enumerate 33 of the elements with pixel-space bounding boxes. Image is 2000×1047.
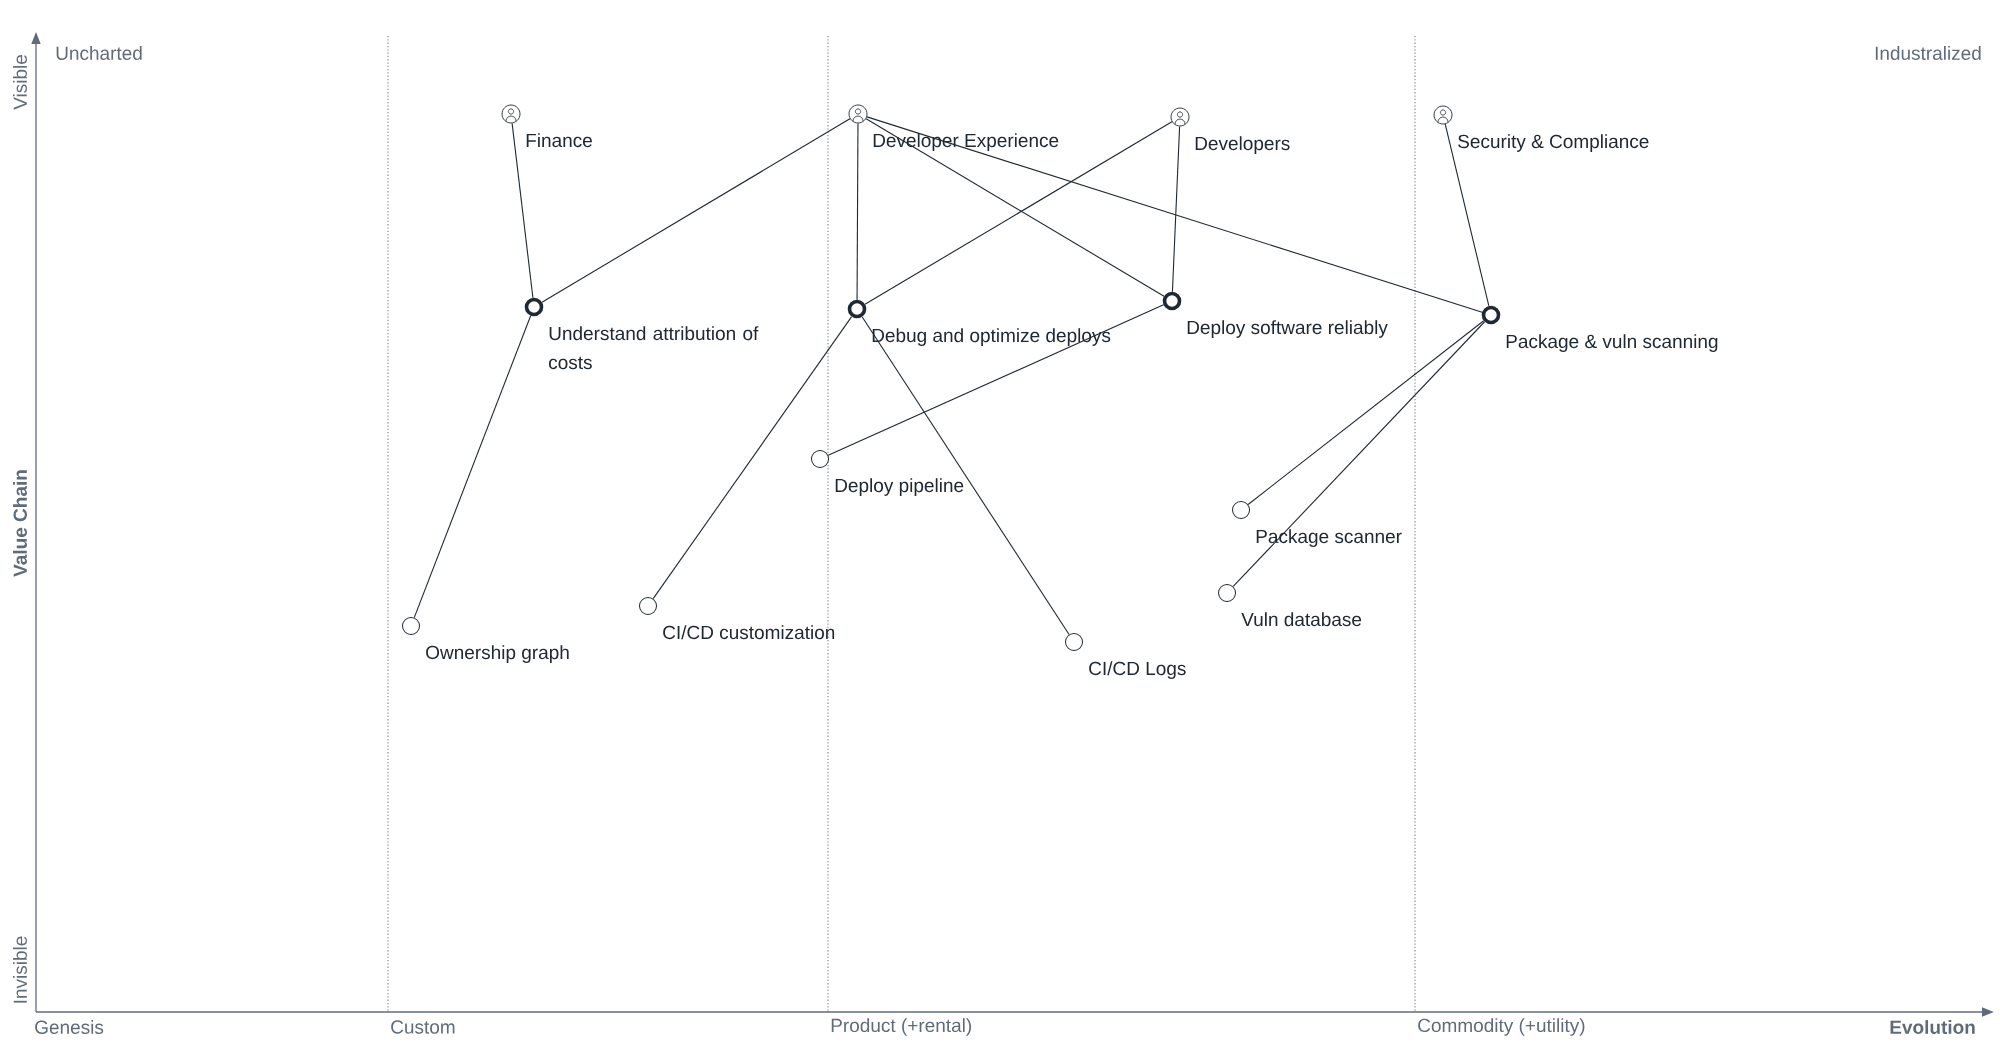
stage-label: Commodity (+utility) [1418, 1018, 1585, 1036]
dependency-line [541, 118, 851, 303]
stage-label: Product (+rental) [831, 1018, 972, 1036]
component-label: Package & vuln scanning [1506, 334, 1718, 352]
stage-label: Custom [391, 1020, 455, 1034]
axis-label: Invisible [13, 936, 27, 1003]
component-label: Deploy pipeline [835, 478, 964, 496]
component-label: Deploy software reliably [1187, 320, 1388, 338]
component-label: Security & Compliance [1458, 134, 1649, 152]
component-label: CI/CD customization [663, 625, 835, 640]
dependency-line [866, 116, 1483, 313]
stage-label: Genesis [35, 1020, 104, 1034]
component-label: Developers [1195, 136, 1290, 154]
dependency-line [1171, 125, 1181, 293]
dependency-line [861, 316, 1070, 635]
dependency-line [1232, 321, 1486, 588]
component-label: CI/CD Logs [1089, 661, 1186, 679]
dependency-line [856, 122, 859, 301]
component-label: Ownership graph [426, 645, 569, 663]
component-label: Finance [526, 133, 592, 148]
axis-title: Value Chain [13, 470, 27, 577]
component-label: Understand attribution of costs [549, 326, 759, 370]
dependency-line [652, 316, 853, 600]
axis-label: Visible [13, 55, 27, 110]
dependency-line [413, 315, 532, 619]
dependency-line [827, 304, 1165, 456]
dependency-line [1444, 123, 1490, 307]
region-label: Uncharted [56, 46, 142, 60]
dependency-line [511, 122, 534, 299]
axis-title: Evolution [1890, 1020, 1975, 1034]
component-label: Vuln database [1241, 612, 1362, 627]
dependency-line [1247, 320, 1485, 506]
region-label: Industralized [1875, 46, 1981, 60]
